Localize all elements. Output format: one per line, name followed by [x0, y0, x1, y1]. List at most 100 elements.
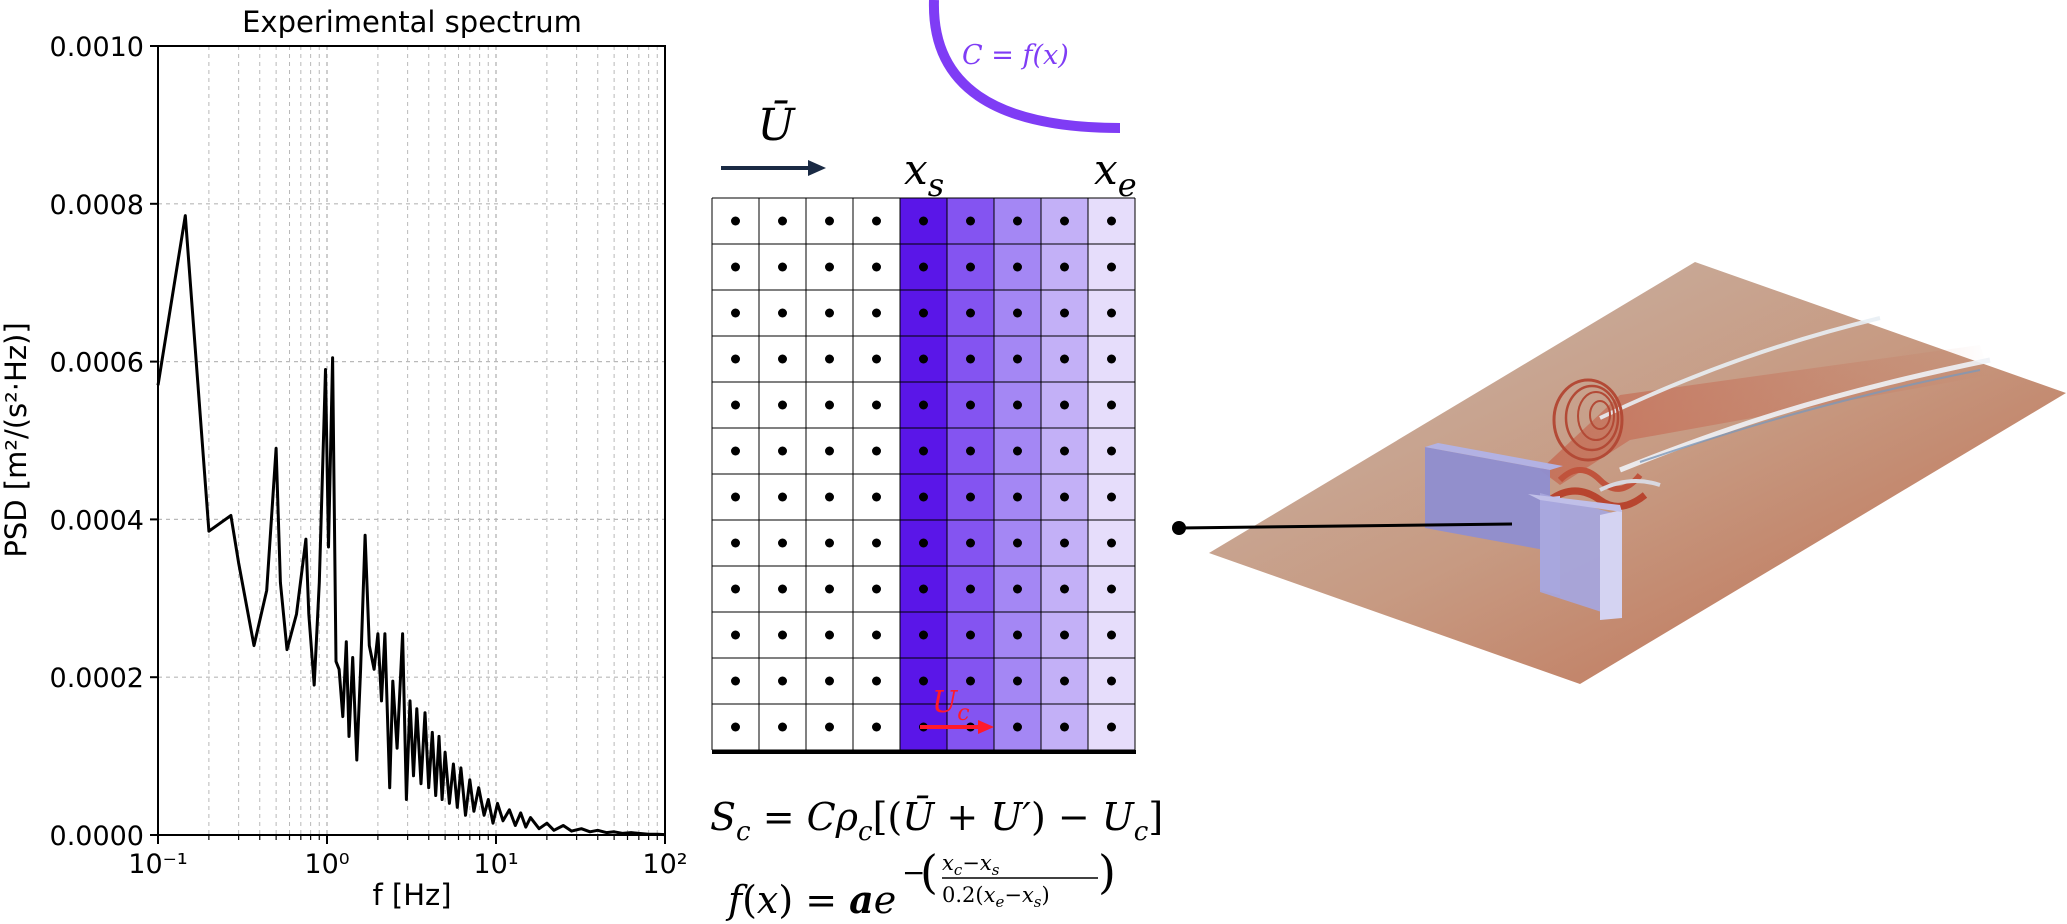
series-line-psd	[156, 214, 666, 837]
mesh-node	[1060, 722, 1069, 732]
mesh-node	[966, 262, 975, 272]
mesh-node	[966, 492, 975, 502]
mesh-node	[966, 354, 975, 364]
mesh-node	[825, 216, 834, 226]
x-tick-label: 10⁻¹	[128, 849, 187, 880]
mesh-node	[1107, 676, 1116, 686]
mesh-node	[966, 676, 975, 686]
y-tick-label: 0.0004	[50, 505, 144, 536]
mesh-node	[919, 630, 928, 640]
mesh-node	[731, 584, 740, 594]
x-tick-label: 10²	[642, 849, 687, 880]
mesh-node	[1060, 492, 1069, 502]
wake-streak-blue	[1639, 369, 1981, 463]
mesh-node	[825, 630, 834, 640]
mesh-node	[1013, 446, 1022, 456]
mesh-node	[919, 354, 928, 364]
mesh-node	[872, 446, 881, 456]
mesh-node	[731, 354, 740, 364]
mesh-node	[1107, 354, 1116, 364]
mesh-node	[919, 538, 928, 548]
mesh-node	[731, 538, 740, 548]
coefficient-function-equation: f(x) = ae − ( xc−xs 0.2(xe−xs) )	[725, 845, 1116, 922]
mesh-node	[778, 400, 787, 410]
source-term-schematic: C = f(x) Ū xs xe Uc Sc = Cρc[(Ū + U′) − …	[710, 0, 1163, 922]
mesh-node	[1107, 400, 1116, 410]
plot-frame	[157, 45, 666, 836]
mesh-node	[872, 630, 881, 640]
mesh-node	[1013, 538, 1022, 548]
mesh-node	[1060, 308, 1069, 318]
mesh-node	[1060, 584, 1069, 594]
mesh-node	[1107, 492, 1116, 502]
mesh-node	[778, 584, 787, 594]
mesh-node	[872, 538, 881, 548]
mesh-node	[966, 584, 975, 594]
svg-text:xc−xs: xc−xs	[942, 851, 1000, 879]
mesh-node	[1013, 492, 1022, 502]
mesh-node	[872, 492, 881, 502]
uc-label: Uc	[932, 685, 970, 726]
mesh-node	[731, 216, 740, 226]
mesh-node	[1013, 400, 1022, 410]
mesh-node	[966, 538, 975, 548]
mesh-node	[872, 584, 881, 594]
mesh-node	[1107, 262, 1116, 272]
mesh-node	[1107, 538, 1116, 548]
mesh-node	[1013, 676, 1022, 686]
mesh-node	[1060, 630, 1069, 640]
mesh-node	[825, 400, 834, 410]
mesh-node	[966, 400, 975, 410]
mesh-node	[1060, 216, 1069, 226]
mesh-node	[1107, 722, 1116, 732]
mean-velocity-arrow-head	[808, 160, 826, 176]
mesh-pointer-line	[1178, 522, 1513, 530]
mesh-node	[919, 446, 928, 456]
coefficient-curve-label: C = f(x)	[962, 40, 1069, 71]
mesh-node	[825, 492, 834, 502]
mesh-node	[919, 308, 928, 318]
chart-title: Experimental spectrum	[242, 5, 582, 39]
mesh-node	[778, 538, 787, 548]
x-tick-label: 10⁰	[304, 849, 349, 880]
mesh-node	[778, 676, 787, 686]
spectrum-chart: Experimental spectrum 0.00000.00020.0004…	[0, 5, 688, 912]
mesh-node	[872, 354, 881, 364]
ground-plate	[1209, 262, 2066, 684]
uc-arrow-head	[978, 720, 994, 734]
svg-text:0.2(xe−xs): 0.2(xe−xs)	[942, 883, 1050, 911]
svg-text:(: (	[920, 845, 938, 899]
mesh-node	[778, 262, 787, 272]
mesh-node	[778, 630, 787, 640]
mesh-node	[825, 676, 834, 686]
mesh-node	[1013, 216, 1022, 226]
mesh-node	[731, 630, 740, 640]
y-tick-label: 0.0002	[50, 663, 144, 694]
mesh-node	[1013, 630, 1022, 640]
mesh-node	[1107, 446, 1116, 456]
mesh-node	[919, 676, 928, 686]
mesh-node	[825, 722, 834, 732]
mesh-node	[778, 446, 787, 456]
start-position-label: xs	[904, 145, 944, 204]
mesh-node	[966, 446, 975, 456]
y-tick-label: 0.0010	[50, 32, 144, 63]
svg-text:f(x) = ae: f(x) = ae	[725, 877, 896, 922]
vortex-structures	[1547, 378, 1661, 510]
mesh-node	[778, 722, 787, 732]
mesh-node	[1013, 308, 1022, 318]
coefficient-curve	[928, 0, 1121, 133]
mesh-node	[872, 676, 881, 686]
mesh-node	[731, 400, 740, 410]
mesh-node	[1060, 400, 1069, 410]
simulation-render	[1172, 262, 2066, 684]
mesh-node	[825, 538, 834, 548]
mesh-node	[1107, 216, 1116, 226]
mesh-node	[966, 630, 975, 640]
end-position-label: xe	[1094, 145, 1137, 204]
svg-text:−: −	[902, 856, 925, 889]
x-tick-label: 10¹	[473, 849, 518, 880]
mesh-node	[1013, 722, 1022, 732]
mesh-node	[778, 354, 787, 364]
